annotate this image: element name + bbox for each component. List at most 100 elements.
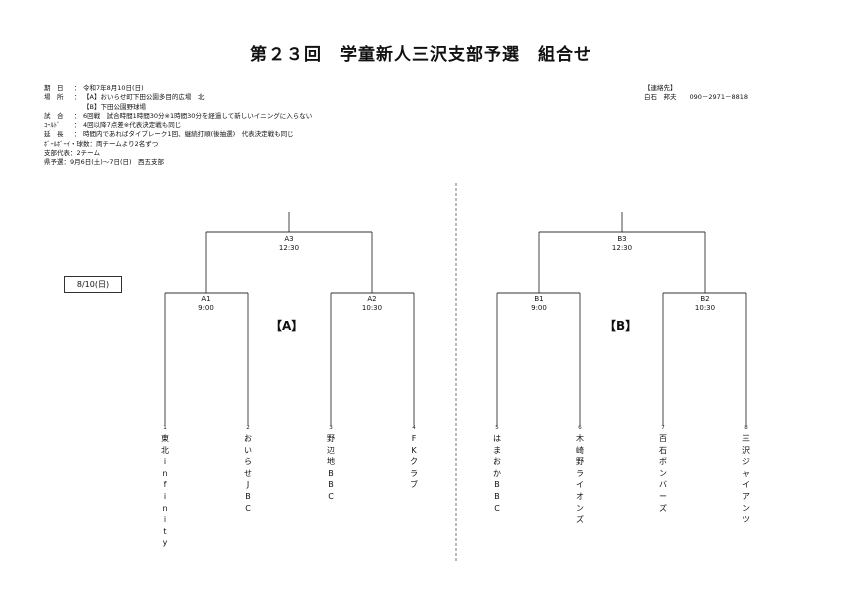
block-label-a: 【A】 <box>270 319 304 333</box>
info-value: 6回戦 試合時間1時間30分※1時間30分を経過して新しいイニングに入らない <box>83 111 313 120</box>
team-name-char: 地 <box>327 457 335 467</box>
info-label: 延 長 <box>44 130 64 139</box>
contact-phone: 090－2971－8818 <box>689 93 749 102</box>
team-name-char: オ <box>576 491 584 501</box>
team-name-char: F <box>411 434 417 443</box>
team-name-char: せ <box>244 468 252 478</box>
team-name-char: C <box>494 503 500 513</box>
info-row: 延 長 ：時間内であればタイブレーク1回、継続打順(後抽選) 代表決定戦も同じ <box>44 130 312 139</box>
team-name-char: お <box>244 434 252 443</box>
info-sep: ： <box>74 111 81 120</box>
team-name-char: i <box>163 515 167 525</box>
info-row: 県予選：9月6日(土)～7日(日) 西五支部 <box>44 158 312 167</box>
team-name-char: ラ <box>410 468 418 478</box>
match-time: 9:00 <box>531 303 547 312</box>
team-name: 木崎野ライオンズ <box>574 433 586 526</box>
info-sep: ： <box>74 130 81 139</box>
team-name-char: ボ <box>659 457 667 467</box>
team-name-char: B <box>328 480 334 490</box>
team-name-char: K <box>411 445 417 455</box>
team-name-char: ま <box>493 445 501 455</box>
team-name-char: バ <box>659 480 667 490</box>
team-name-char: ア <box>742 491 750 501</box>
info-row: 場 所：【A】おいらせ町下田公園多目的広場 北 <box>44 93 312 102</box>
team-name-char: C <box>328 491 334 501</box>
team-name-char: ー <box>659 491 667 501</box>
team-name-char: ズ <box>659 503 667 513</box>
match-code: B2 <box>700 295 710 303</box>
team-name-char: ャ <box>742 468 750 478</box>
team-name-char: 北 <box>161 445 169 455</box>
team-name-char: i <box>163 457 167 467</box>
match-code: A2 <box>367 295 377 303</box>
match-time: 12:30 <box>611 243 633 252</box>
team-name-char: イ <box>576 480 584 490</box>
page-title: 第２３回 学童新人三沢支部予選 組合せ <box>250 45 592 65</box>
team-name-char: ら <box>244 457 252 467</box>
team-number: 7 <box>661 425 665 431</box>
team-name-char: ラ <box>576 468 584 478</box>
team-name-char: 東 <box>161 434 169 443</box>
info-sep: ： <box>74 93 81 102</box>
info-value: ﾎﾞｰﾙﾎﾞｰｲ・球数：両チームより2名ずつ <box>44 139 159 148</box>
match-code: A1 <box>201 295 211 303</box>
team-name-char: ズ <box>576 515 584 525</box>
team-name-char: 石 <box>659 445 667 455</box>
team-name-char: ン <box>576 503 584 513</box>
match-time: 9:00 <box>198 303 214 312</box>
date-box: 8/10(日) <box>64 276 122 293</box>
team-name-char: n <box>162 468 168 478</box>
info-value: 【A】おいらせ町下田公園多目的広場 北 <box>83 93 205 102</box>
team-name-char: 沢 <box>742 445 750 455</box>
contact-line: 白石 邦夫 090－2971－8818 <box>644 93 748 102</box>
team-name-char: ブ <box>410 480 418 490</box>
info-row: 期 日：令和7年8月10日(日) <box>44 84 312 93</box>
team-name-char: か <box>493 468 501 478</box>
team-name-char: B <box>328 468 334 478</box>
team-number: 3 <box>329 425 333 431</box>
team-name-char: 百 <box>659 434 667 443</box>
team-name-char: i <box>163 491 167 501</box>
team-name-char: い <box>244 445 252 455</box>
team-name-char: J <box>246 480 250 490</box>
match-code: B1 <box>534 295 544 303</box>
match-time: 10:30 <box>361 303 383 312</box>
info-row: 【B】下田公園野球場 <box>44 103 312 112</box>
team-name-char: C <box>245 503 251 513</box>
info-label: 試 合 <box>44 111 64 120</box>
team-name-char: B <box>245 491 251 501</box>
team-number: 2 <box>246 425 250 431</box>
team-name-char: 崎 <box>576 445 584 455</box>
team-name-char: f <box>163 480 167 490</box>
info-sep: ： <box>74 121 81 130</box>
match-time: 12:30 <box>278 243 300 252</box>
block-label-b: 【B】 <box>604 319 638 333</box>
team-name-char: ジ <box>742 457 750 467</box>
info-label: 期 日 <box>44 84 64 92</box>
team-name-char: 野 <box>576 457 584 467</box>
match-time: 10:30 <box>694 303 716 312</box>
team-name-char: B <box>494 491 500 501</box>
info-value: 4回以降7点差※代表決定戦も同じ <box>83 121 182 130</box>
team-number: 6 <box>578 425 582 431</box>
team-name-char: 木 <box>576 434 584 443</box>
info-value: 支部代表：2チーム <box>44 149 100 158</box>
info-value: 県予選：9月6日(土)～7日(日) 西五支部 <box>44 158 165 167</box>
info-sep: ： <box>74 84 81 92</box>
info-value: 時間内であればタイブレーク1回、継続打順(後抽選) 代表決定戦も同じ <box>83 130 294 139</box>
info-row: 支部代表：2チーム <box>44 149 312 158</box>
info-row: 試 合 ：6回戦 試合時間1時間30分※1時間30分を経過して新しいイニングに入ら… <box>44 112 312 121</box>
team-name: 百石ボンバーズ <box>657 433 669 514</box>
team-name-char: 辺 <box>327 445 335 455</box>
info-label: ｺｰﾙﾄﾞ <box>44 121 61 130</box>
